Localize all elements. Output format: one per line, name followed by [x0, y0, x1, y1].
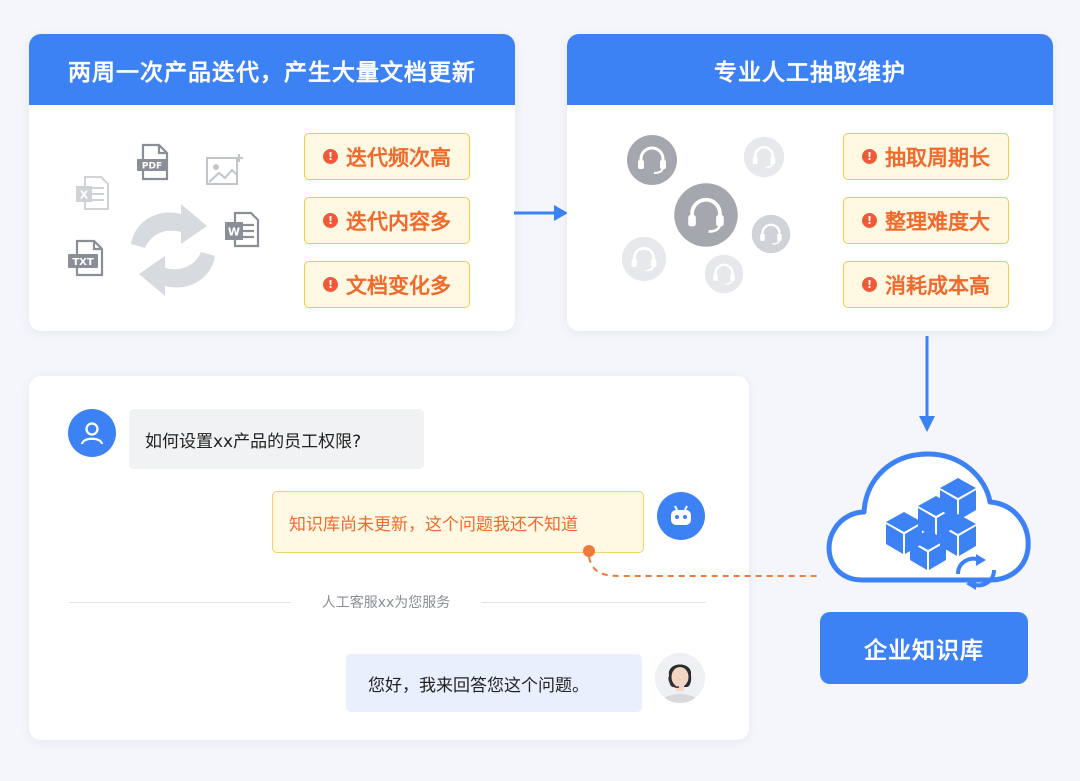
tag-iteration-frequency: ! 迭代频次高	[304, 133, 470, 180]
agent-reply-bubble: 您好，我来回答您这个问题。	[346, 654, 642, 712]
bot-avatar	[657, 492, 705, 540]
warning-icon: !	[323, 213, 338, 228]
agent-avatar	[655, 653, 705, 703]
agent-photo-icon	[655, 653, 705, 703]
txt-label: TXT	[72, 257, 94, 268]
user-question-bubble: 如何设置xx产品的员工权限?	[129, 409, 424, 469]
tag-iteration-content: ! 迭代内容多	[304, 197, 470, 244]
word-file-icon: W	[223, 210, 263, 250]
service-divider-text: 人工客服xx为您服务	[291, 592, 481, 612]
word-label: W	[228, 226, 240, 239]
headset-agent-icon	[673, 182, 739, 248]
knowledge-cloud-icon	[818, 440, 1034, 600]
iteration-card: 两周一次产品迭代，产生大量文档更新 PDF X W TXT ! 迭代	[29, 34, 515, 331]
sync-arrows-icon	[123, 200, 223, 300]
warning-icon: !	[323, 149, 338, 164]
warning-icon: !	[862, 277, 877, 292]
headset-agent-icon	[743, 136, 785, 178]
divider-line-left	[69, 602, 291, 603]
pdf-file-icon: PDF	[135, 142, 175, 182]
user-question-text: 如何设置xx产品的员工权限?	[145, 427, 361, 452]
tag-document-changes: ! 文档变化多	[304, 261, 470, 308]
divider-line-right	[481, 602, 706, 603]
tag-label: 迭代频次高	[346, 142, 451, 172]
pdf-label: PDF	[142, 162, 162, 172]
warning-icon: !	[862, 149, 877, 164]
tag-label: 整理难度大	[885, 206, 990, 236]
manual-extraction-card-title: 专业人工抽取维护	[567, 34, 1053, 105]
user-avatar	[68, 409, 116, 457]
image-file-icon	[205, 152, 245, 188]
tag-cost: ! 消耗成本高	[843, 261, 1009, 308]
excel-label: X	[80, 189, 89, 202]
tag-label: 消耗成本高	[885, 270, 990, 300]
headset-agent-icon	[751, 214, 791, 254]
manual-extraction-card: 专业人工抽取维护	[567, 34, 1053, 331]
headset-agent-icon	[626, 134, 678, 186]
arrow-right-icon	[514, 202, 570, 224]
warning-icon: !	[323, 277, 338, 292]
robot-icon	[667, 502, 695, 530]
tag-label: 文档变化多	[346, 270, 451, 300]
headset-agent-icon	[621, 236, 667, 282]
knowledge-base-label: 企业知识库	[820, 612, 1028, 684]
dashed-connector	[580, 542, 820, 582]
bot-reply-text: 知识库尚未更新，这个问题我还不知道	[289, 510, 578, 535]
excel-file-icon: X	[73, 174, 113, 212]
tag-label: 迭代内容多	[346, 206, 451, 236]
warning-icon: !	[862, 213, 877, 228]
iteration-card-title: 两周一次产品迭代，产生大量文档更新	[29, 34, 515, 105]
txt-file-icon: TXT	[67, 238, 109, 278]
headset-agent-icon	[704, 254, 744, 294]
tag-organize-difficulty: ! 整理难度大	[843, 197, 1009, 244]
agent-reply-text: 您好，我来回答您这个问题。	[368, 671, 589, 696]
tag-extraction-cycle: ! 抽取周期长	[843, 133, 1009, 180]
tag-label: 抽取周期长	[885, 142, 990, 172]
user-icon	[79, 420, 105, 446]
arrow-down-icon	[916, 336, 938, 434]
